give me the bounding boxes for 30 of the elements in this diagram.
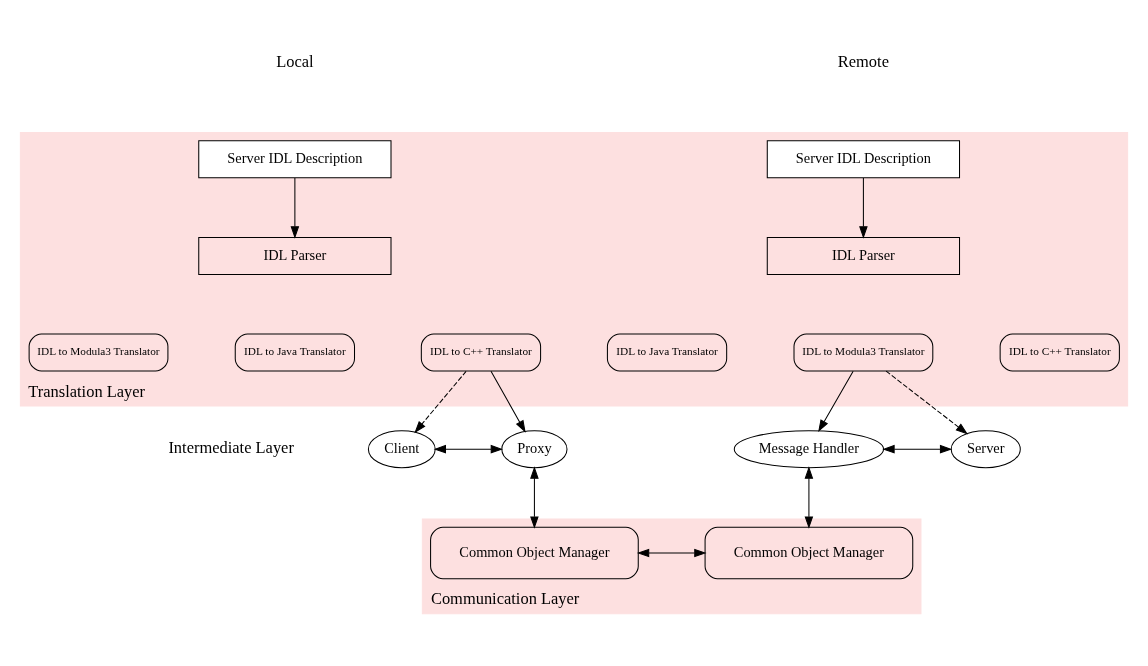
node-box: IDL to Java Translator bbox=[606, 333, 728, 372]
arrow bbox=[636, 548, 707, 558]
arrow bbox=[859, 177, 868, 239]
node-box: IDL Parser bbox=[198, 236, 392, 275]
node-box: IDL to Modula3 Translator bbox=[28, 333, 169, 372]
node-box: IDL to C++ Translator bbox=[999, 333, 1120, 372]
arrow bbox=[882, 444, 953, 454]
arrow bbox=[818, 370, 854, 433]
node-ellipse: Server bbox=[950, 430, 1021, 469]
node-ellipse: Proxy bbox=[501, 430, 568, 469]
node-box: IDL Parser bbox=[766, 236, 961, 275]
node-box: IDL to Java Translator bbox=[234, 333, 356, 372]
arrow bbox=[530, 466, 539, 529]
node-box: IDL to Modula3 Translator bbox=[793, 333, 934, 372]
label: Intermediate Layer bbox=[168, 438, 294, 458]
label: Remote bbox=[837, 51, 889, 71]
node-ellipse: Message Handler bbox=[733, 430, 885, 469]
arrow bbox=[804, 466, 814, 529]
node-box: IDL to C++ Translator bbox=[420, 333, 542, 372]
label: Local bbox=[276, 51, 314, 71]
node-box: Server IDL Description bbox=[198, 140, 392, 179]
node-box: Common Object Manager bbox=[704, 526, 914, 580]
arrow bbox=[885, 370, 968, 435]
arrow bbox=[290, 177, 300, 239]
node-box: Common Object Manager bbox=[430, 526, 639, 580]
node-box: Server IDL Description bbox=[766, 140, 961, 179]
arrow bbox=[414, 370, 467, 434]
arrow bbox=[433, 444, 504, 454]
arrow bbox=[490, 370, 526, 433]
node-ellipse: Client bbox=[367, 430, 436, 469]
